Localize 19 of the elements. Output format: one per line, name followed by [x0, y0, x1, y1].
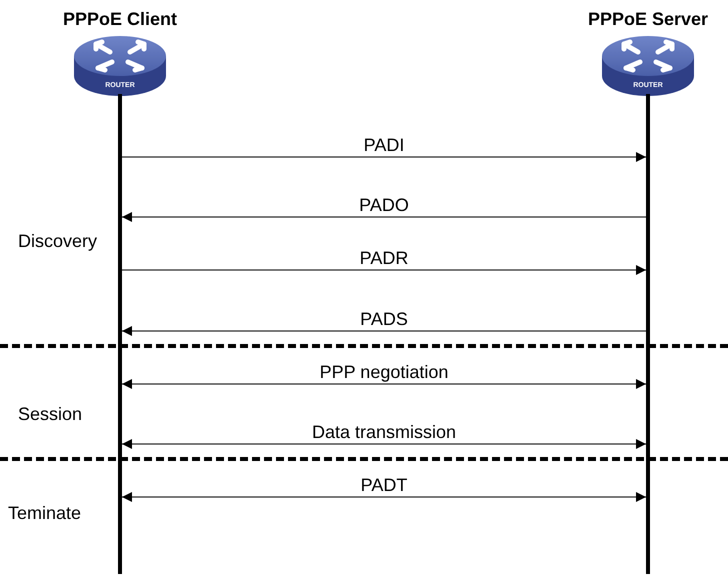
- phase-label: Teminate: [8, 502, 82, 524]
- edge-label: PADI: [362, 135, 406, 155]
- message-arrow: [122, 265, 646, 275]
- phase-label: Session: [18, 403, 82, 425]
- edge-label: PADS: [359, 309, 409, 329]
- message-arrow: [122, 326, 646, 336]
- message-arrow: [122, 492, 646, 502]
- node-title: PPPoE Client: [62, 8, 178, 30]
- message-arrow: [122, 152, 646, 162]
- edge-label: PPP negotiation: [318, 362, 450, 382]
- edge-label: PADR: [358, 248, 410, 268]
- message-arrow: [122, 379, 646, 389]
- message-arrow: [122, 439, 646, 449]
- edge-label: Data transmission: [310, 422, 458, 442]
- node-title: PPPoE Server: [586, 8, 710, 30]
- message-arrow: [122, 212, 646, 222]
- phase-label: Discovery: [18, 230, 98, 252]
- edge-label: PADT: [360, 475, 408, 495]
- edge-label: PADO: [358, 195, 410, 215]
